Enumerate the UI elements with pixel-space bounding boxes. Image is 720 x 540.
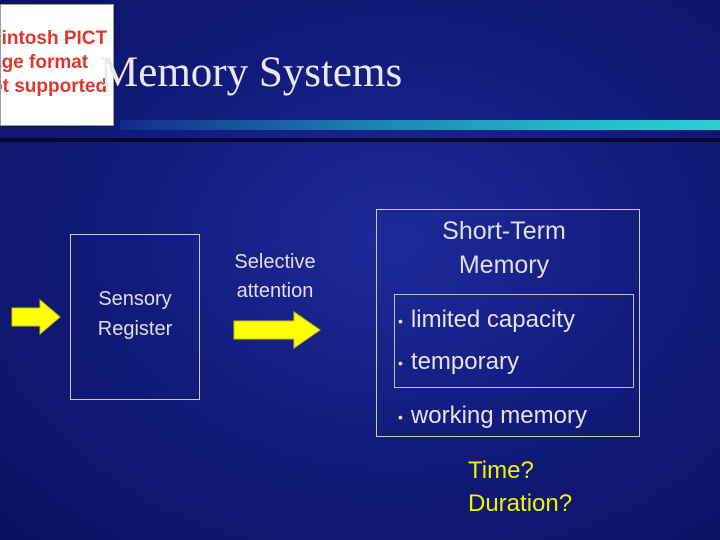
- stm-title-line-2: Memory: [458, 251, 550, 279]
- pict-line-1: cintosh PICT: [0, 28, 108, 49]
- stm-title-line-1: Short-Term: [442, 217, 566, 245]
- bullet-item: • limited capacity: [398, 306, 575, 334]
- question-time: Time?: [468, 457, 534, 484]
- slide-title: Memory Systems: [100, 49, 403, 96]
- title-underline-gradient: [120, 120, 720, 130]
- bullet-item: • temporary: [398, 348, 519, 376]
- bullet-item: • working memory: [398, 402, 587, 430]
- short-term-memory-title: Short-Term Memory: [404, 214, 604, 282]
- selective-attention-label: Selective attention: [210, 248, 340, 306]
- bullet-dot-icon: •: [398, 408, 403, 425]
- input-arrow-icon: [11, 298, 61, 336]
- pict-image-placeholder: cintosh PICT age format ot supported: [0, 4, 114, 126]
- attention-arrow-icon: [233, 311, 321, 349]
- sensory-label-line-1: Sensory: [98, 288, 172, 310]
- short-term-memory-box: [376, 209, 640, 437]
- pict-line-2: age format: [0, 52, 89, 73]
- short-term-memory-inner-box: [394, 294, 634, 388]
- bullet-text: working memory: [410, 402, 587, 429]
- bullet-text: limited capacity: [410, 306, 575, 333]
- sensory-register-box: [70, 234, 200, 400]
- pict-error-text: cintosh PICT age format ot supported: [0, 27, 113, 99]
- bullet-dot-icon: •: [398, 354, 403, 371]
- question-duration: Duration?: [468, 490, 573, 517]
- attention-label-line-2: attention: [236, 280, 314, 302]
- title-underline-shadow: [0, 138, 720, 142]
- bullet-text: temporary: [410, 348, 519, 375]
- pict-line-3: ot supported: [0, 76, 108, 97]
- time-duration-question: Time? Duration?: [468, 454, 572, 520]
- sensory-register-label: Sensory Register: [70, 284, 200, 344]
- bullet-dot-icon: •: [398, 312, 403, 329]
- attention-label-line-1: Selective: [234, 251, 316, 273]
- sensory-label-line-2: Register: [97, 318, 173, 340]
